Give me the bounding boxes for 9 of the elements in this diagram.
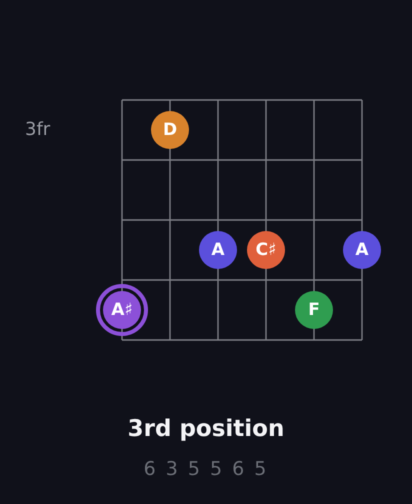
position-title: 3rd position: [128, 418, 284, 440]
fret-number: 3fr: [25, 121, 50, 139]
note-dot: A: [199, 231, 237, 269]
note-dot: F: [295, 291, 333, 329]
note-dot: C♯: [247, 231, 285, 269]
note-dot: D: [151, 111, 189, 149]
fret-sequence: 6 3 5 5 6 5: [144, 460, 268, 478]
root-note-dot: A♯: [96, 284, 148, 336]
note-dot: A: [343, 231, 381, 269]
